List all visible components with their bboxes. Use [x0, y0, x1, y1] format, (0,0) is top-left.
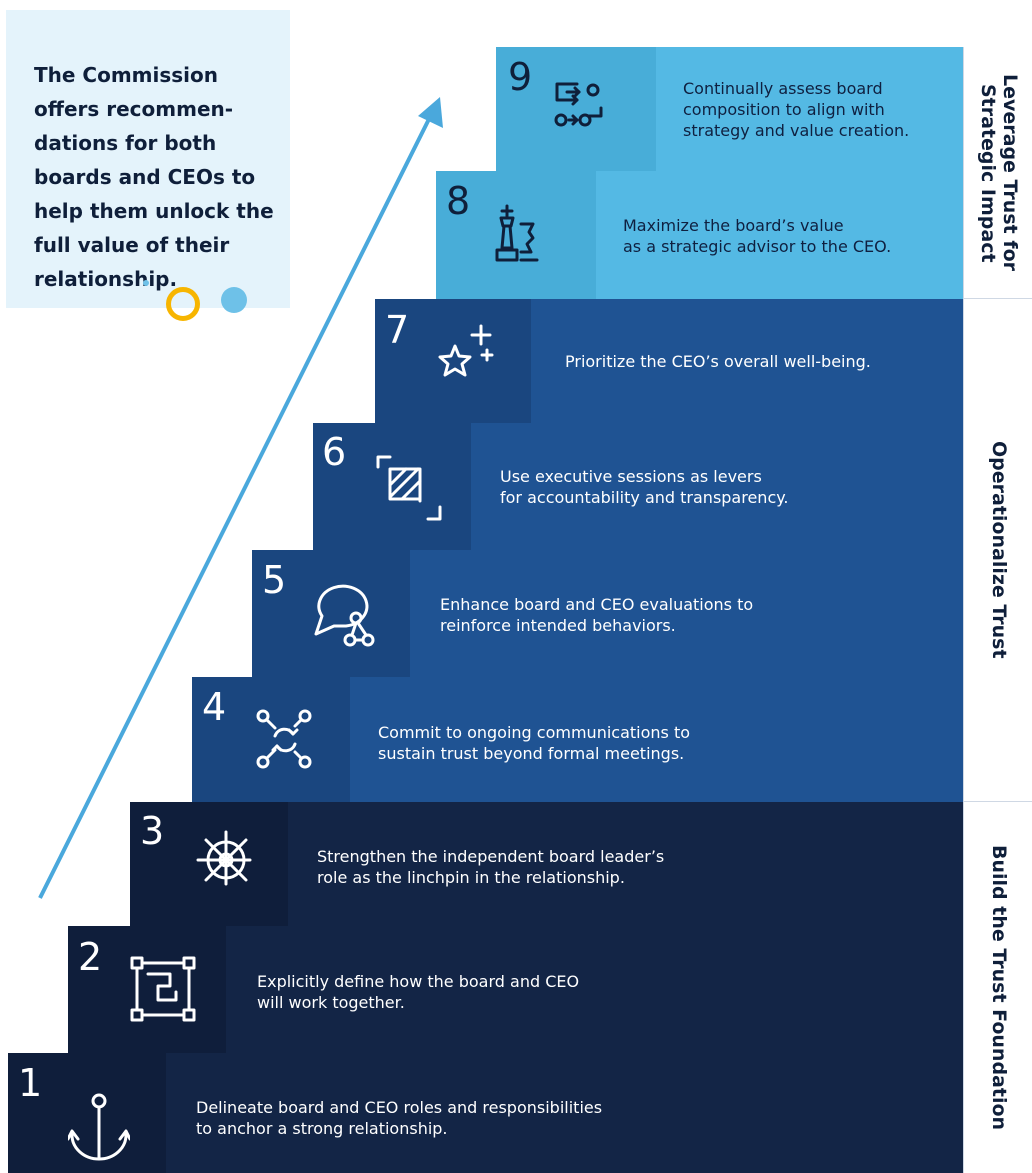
phase-divider — [963, 47, 964, 1173]
phase-label-build: Build the Trust Foundation — [988, 845, 1010, 1131]
step-block-2 — [68, 926, 226, 1053]
sparkle-star-icon — [437, 322, 497, 382]
step-block-1 — [8, 1053, 166, 1173]
decorative-dot — [221, 287, 247, 313]
phase-separator-bottom — [963, 801, 1032, 802]
step-number-1: 1 — [18, 1061, 43, 1105]
intro-callout: The Commission offers recommen-dations f… — [6, 10, 290, 308]
step-text-2: Explicitly define how the board and CEO … — [257, 972, 580, 1012]
step-block-4 — [192, 677, 350, 802]
phase-label-leverage: Leverage Trust for Strategic Impact — [977, 74, 1021, 272]
step-block-7 — [375, 299, 531, 423]
ship-wheel-icon — [196, 830, 256, 890]
step-block-6 — [313, 423, 471, 550]
step-text-3: Strengthen the independent board leader’… — [317, 847, 665, 887]
step-block-5 — [252, 550, 410, 677]
chat-nodes-icon — [312, 582, 382, 650]
step-text-7: Prioritize the CEO’s overall well-being. — [565, 352, 871, 371]
step-band-1 — [8, 1053, 963, 1173]
step-number-7: 7 — [385, 308, 410, 352]
chess-pieces-icon — [493, 204, 539, 264]
step-number-9: 9 — [508, 55, 533, 99]
phase-label-operationalize: Operationalize Trust — [988, 441, 1010, 659]
step-text-9: Continually assess board composition to … — [683, 79, 910, 140]
anchor-icon — [68, 1093, 130, 1161]
decorative-small-dot — [143, 280, 149, 286]
frame-corners-icon — [130, 956, 196, 1022]
step-block-8 — [436, 171, 596, 299]
step-text-5: Enhance board and CEO evaluations to rei… — [440, 595, 754, 635]
step-text-8: Maximize the board’s value as a strategi… — [623, 216, 892, 256]
decorative-ring — [166, 287, 200, 321]
step-text-4: Commit to ongoing communications to sust… — [378, 723, 691, 763]
step-number-4: 4 — [202, 685, 227, 729]
network-cycle-icon — [255, 708, 315, 772]
step-number-3: 3 — [140, 809, 165, 853]
step-number-2: 2 — [78, 935, 103, 979]
phase-separator-top — [963, 298, 1032, 299]
step-block-9 — [496, 47, 656, 171]
step-number-5: 5 — [262, 558, 287, 602]
step-number-6: 6 — [322, 430, 347, 474]
step-number-8: 8 — [446, 179, 471, 223]
workflow-arrows-icon — [553, 80, 609, 130]
step-text-1: Delineate board and CEO roles and respon… — [196, 1098, 603, 1138]
hatched-frame-icon — [376, 455, 442, 521]
step-text-6: Use executive sessions as levers for acc… — [500, 467, 789, 507]
intro-text: The Commission offers recommen-dations f… — [34, 63, 274, 291]
